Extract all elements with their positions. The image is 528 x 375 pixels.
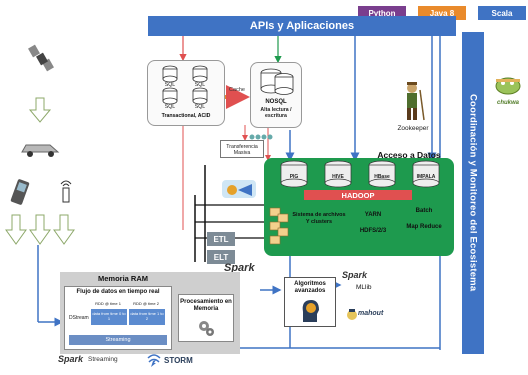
cache-label: Cache [229,87,245,93]
hadoop-hdfs-label: HDFS/2/3 [359,228,387,234]
hadoop-batch-label: Batch [415,208,433,214]
nosql-group: NOSQL Alta lectura / escritura [250,62,302,128]
hadoop-banner: HADOOP [304,190,412,200]
rdd1-label: RDD @ time 1 [95,301,121,306]
transfer-dots-icon [248,128,276,140]
zookeeper-icon [398,80,428,124]
gears-icon [197,319,215,337]
sql-group: SQL SQL SQL SQL Transactional, ACID [147,60,225,126]
nosql-caption: Alta lectura / escritura [260,107,292,119]
memoria-ram-label: Memoria RAM [98,274,149,283]
sql-caption: Transactional, ACID [161,113,211,119]
sql-label-1: SQL [164,82,176,88]
coordination-bar: Coordinación y Monitoreo del Ecosistema [462,32,484,354]
algoritmos-box: Algoritmos avanzados [284,277,336,327]
zookeeper-label: Zookeeper [397,125,429,132]
brain-head-icon [299,298,321,324]
sql-label-2: SQL [194,82,206,88]
server-icon [268,206,290,246]
acceso-datos-label: Acceso a Datos [377,150,441,160]
etl-badge: ETL [207,232,235,246]
coordination-label: Coordinación y Monitoreo del Ecosistema [467,94,479,292]
nosql-title: NOSQL [265,99,287,105]
procesamiento-box: Procesamiento en Memoria [178,294,234,342]
hadoop-mapreduce-label: Map Reduce [406,224,442,230]
cylinder-impala: IMPALA [416,174,436,180]
chukwa-logo [490,72,526,100]
sql-label-3: SQL [164,104,176,110]
sqoop-logo [222,180,256,198]
cylinder-pig: PIG [289,174,299,180]
spark-streaming-label: Streaming [88,356,118,363]
mahout-label: mahout [358,310,384,317]
dstream-label: DStream [69,315,89,321]
sql-label-4: SQL [194,104,206,110]
antenna-icon [58,178,74,204]
elt-badge: ELT [207,250,235,264]
rdd1-data: data from time 0 to 1 [92,311,126,321]
memoria-ram-block: Memoria RAM Flujo de datos en tiempo rea… [60,272,240,354]
rdd2-block: data from time 1 to 2 [129,309,165,325]
rdd1-block: data from time 0 to 1 [91,309,127,325]
spark-logo-streaming: Spark [58,354,84,364]
procesamiento-label: Procesamiento en Memoria [180,299,232,312]
mllib-label: MLlib [356,284,372,291]
storm-icon [146,352,162,368]
rdd2-data: data from time 1 to 2 [130,311,164,321]
cylinder-hbase: HBase [374,174,390,180]
rdd2-label: RDD @ time 2 [133,301,159,306]
satellite-icon [28,42,56,78]
transfer-box: Transferencia Masiva [220,140,264,158]
algoritmos-label: Algoritmos avanzados [294,281,326,294]
phone-icon [10,178,30,206]
car-icon [18,140,62,158]
transfer-label: Transferencia Masiva [226,144,258,156]
chukwa-label: chukwa [496,100,519,106]
spark-logo-mllib: Spark [342,270,368,280]
streaming-bar: Streaming [69,335,167,345]
apis-bar: APIs y Aplicaciones [148,16,456,36]
storm-label: STORM [164,356,193,365]
hadoop-block: Acceso a Datos PIG HIVE HBase IMPALA HAD… [264,150,454,256]
cylinder-hive: HIVE [332,174,344,180]
flujo-box: Flujo de datos en tiempo real DStream RD… [64,286,172,350]
mahout-logo: mahout [346,308,390,322]
flujo-label: Flujo de datos en tiempo real [76,289,160,295]
spark-logo-main: Spark [224,262,255,274]
hadoop-yarn-label: YARN [364,212,382,218]
scala-tag: Scala [478,6,526,20]
hadoop-fs-label: Sistema de archivos Y clusters [292,212,346,225]
